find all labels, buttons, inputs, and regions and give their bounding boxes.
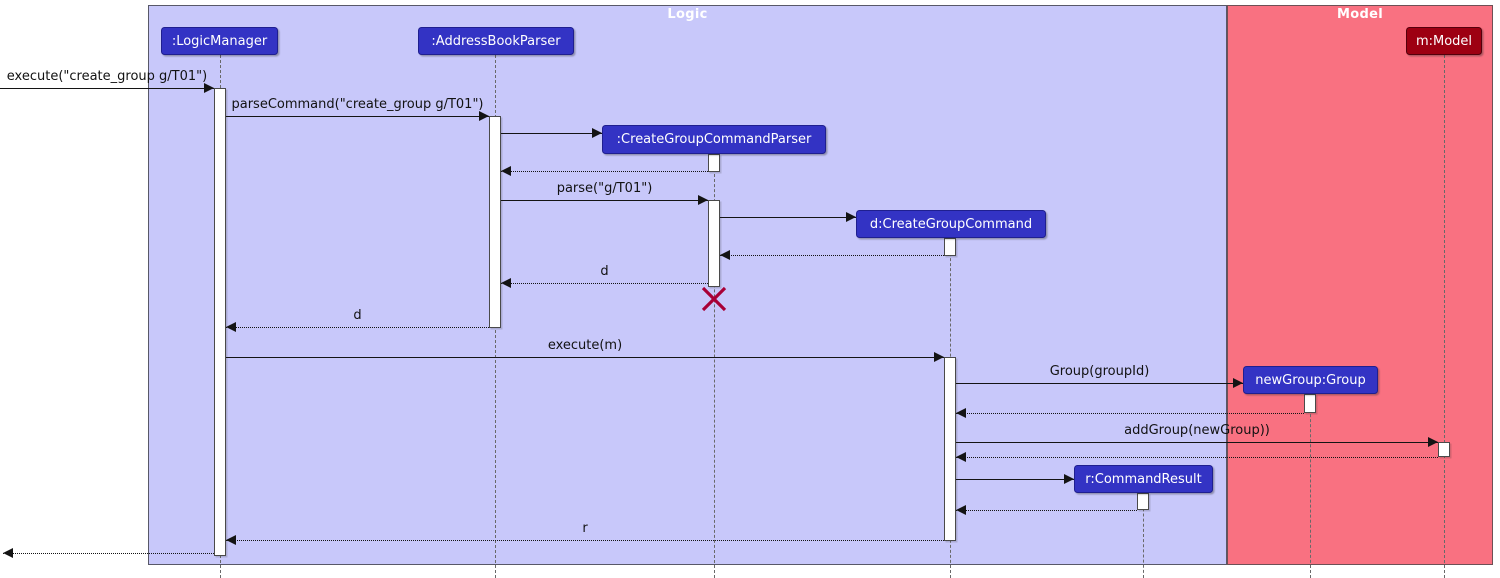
message-line [720,217,856,218]
activation-bar [1304,394,1316,413]
message-line [956,413,1304,414]
participant-address-book-parser: :AddressBookParser [418,27,574,55]
message-label: parseCommand("create_group g/T01") [231,97,484,112]
message-line [501,200,708,201]
activation-bar [1438,442,1450,457]
arrowhead-left-icon [956,505,966,515]
message-line [720,255,944,256]
message-label: d [600,264,609,279]
activation-bar [214,88,226,556]
frame-title-logic: Logic [667,7,708,22]
lifeline [1310,394,1311,578]
arrowhead-left-icon [226,535,236,545]
lifeline [1143,493,1144,578]
message-label: r [582,521,588,536]
message-label: execute("create_group g/T01") [6,69,208,84]
arrowhead-right-icon [592,128,602,138]
message-line [226,116,489,117]
arrowhead-right-icon [204,83,214,93]
message-label: addGroup(newGroup)) [1124,423,1270,438]
activation-bar [1137,493,1149,510]
message-line [956,457,1438,458]
message-line [956,383,1243,384]
activation-bar [708,154,720,172]
frame-title-model: Model [1337,7,1383,22]
message-line [956,442,1438,443]
arrowhead-right-icon [846,212,856,222]
arrowhead-left-icon [3,548,13,558]
arrowhead-left-icon [501,166,511,176]
destroy-icon [701,286,727,312]
activation-bar [708,200,720,287]
arrowhead-left-icon [720,250,730,260]
participant-new-group-group: newGroup:Group [1243,366,1378,394]
participant-d-create-group-command: d:CreateGroupCommand [856,210,1046,238]
arrowhead-right-icon [698,195,708,205]
participant-m-model: m:Model [1406,27,1482,55]
message-line [501,283,708,284]
activation-bar [944,238,956,256]
arrowhead-left-icon [501,278,511,288]
arrowhead-right-icon [1428,437,1438,447]
message-line [226,357,944,358]
message-line [0,88,214,89]
activation-bar [944,357,956,541]
message-label: execute(m) [547,338,623,353]
message-line [226,540,944,541]
message-line [3,553,214,554]
arrowhead-left-icon [956,408,966,418]
frame-model [1227,5,1493,565]
arrowhead-left-icon [956,452,966,462]
lifeline [1444,55,1445,578]
message-line [956,510,1137,511]
participant-create-group-command-parser: :CreateGroupCommandParser [602,125,826,154]
message-line [501,171,708,172]
activation-bar [489,116,501,328]
arrowhead-left-icon [226,322,236,332]
message-label: d [353,308,362,323]
arrowhead-right-icon [479,111,489,121]
lifeline [714,154,715,578]
message-label: Group(groupId) [1049,364,1150,379]
message-line [226,327,489,328]
frame-logic [148,5,1227,565]
arrowhead-right-icon [1233,378,1243,388]
arrowhead-right-icon [934,352,944,362]
message-line [501,133,602,134]
participant-logic-manager: :LogicManager [161,27,278,55]
arrowhead-right-icon [1064,474,1074,484]
message-label: parse("g/T01") [556,181,653,196]
message-line [956,479,1074,480]
participant-r-command-result: r:CommandResult [1074,465,1213,493]
